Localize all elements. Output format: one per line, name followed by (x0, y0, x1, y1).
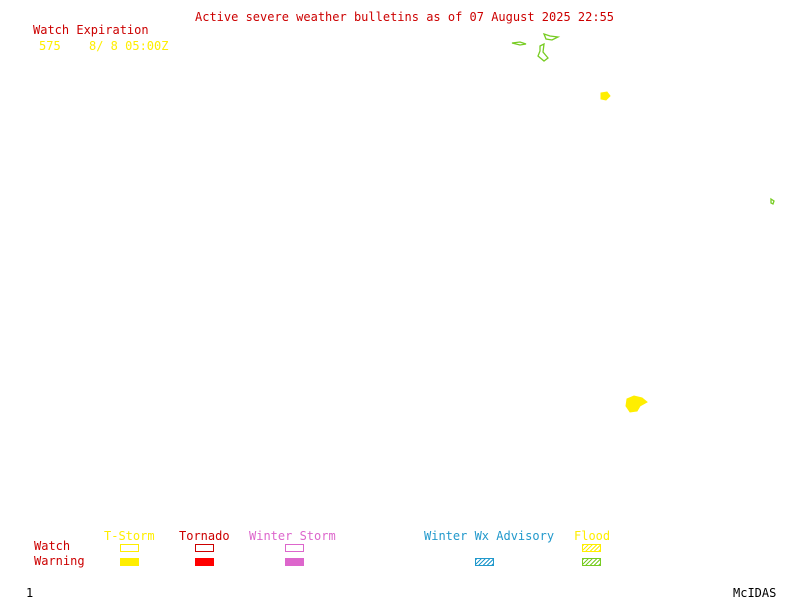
tornado-watch-swatch (195, 544, 214, 552)
legend-winter-storm-label: Winter Storm (249, 529, 336, 543)
flood-watch-swatch (582, 544, 601, 552)
flood-area (542, 32, 561, 41)
tstorm-warning-area (625, 395, 648, 413)
tstorm-warning-areas (600, 91, 648, 413)
flood-area (770, 197, 775, 205)
watch-expiration-label: Watch Expiration (33, 23, 149, 37)
legend-tstorm-label: T-Storm (104, 529, 155, 543)
flood-area (537, 42, 549, 62)
winter-wx-advisory-warning-swatch (475, 558, 494, 566)
legend-winter-wx-advisory-label: Winter Wx Advisory (424, 529, 555, 543)
flood-area (511, 41, 527, 46)
tornado-warning-swatch (195, 558, 214, 566)
legend-watch-label: Watch (34, 539, 71, 553)
flood-warning-swatch (582, 558, 601, 566)
tstorm-warning-area (600, 91, 611, 101)
watch-expiration-time: 8/ 8 05:00Z (89, 39, 169, 53)
flood-areas (511, 32, 775, 205)
legend-warning-label: Warning (34, 554, 85, 568)
legend-tornado-label: Tornado (179, 529, 230, 543)
tstorm-warning-swatch (120, 558, 139, 566)
watch-number: 575 (39, 39, 61, 53)
mcidas-brand: McIDAS (733, 586, 777, 600)
frame-number: 1 (26, 586, 34, 600)
tstorm-watch-swatch (120, 544, 139, 552)
bulletin-title: Active severe weather bulletins as of 07… (195, 10, 615, 24)
winter-storm-watch-swatch (285, 544, 304, 552)
legend-flood-label: Flood (574, 529, 611, 543)
winter-storm-warning-swatch (285, 558, 304, 566)
